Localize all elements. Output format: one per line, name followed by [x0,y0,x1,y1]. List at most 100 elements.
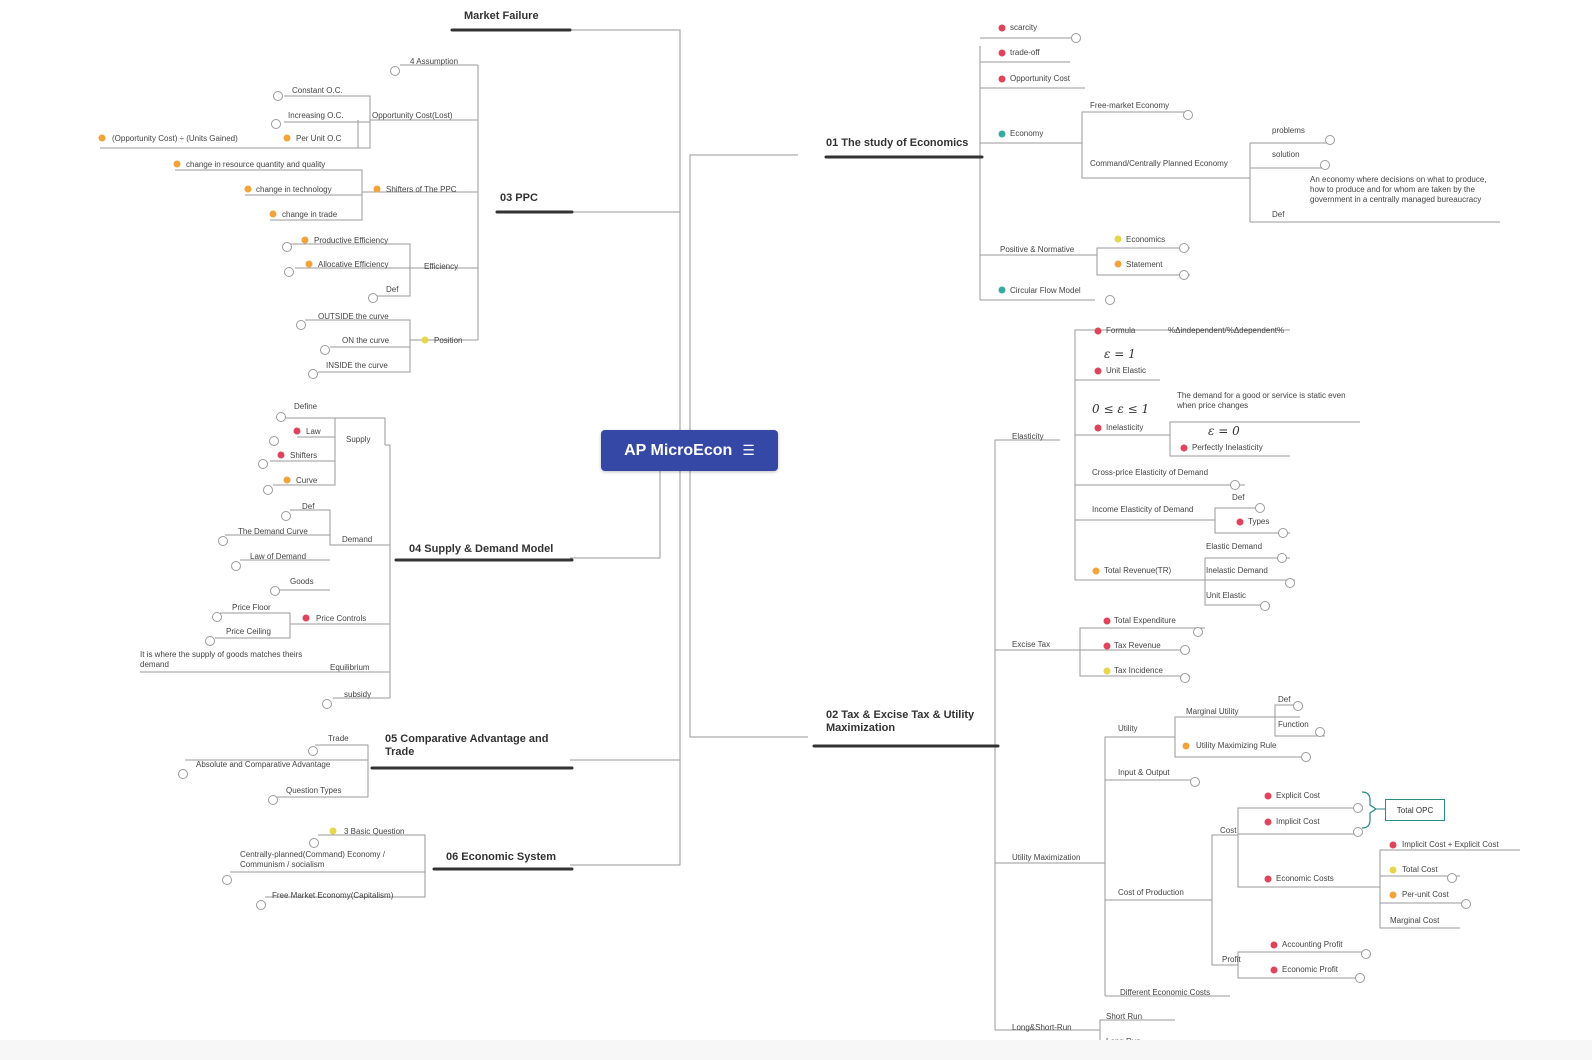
node-law-of-demand[interactable]: Law of Demand [250,552,307,561]
node-equilibrium[interactable]: Equilibrium [330,663,370,672]
branch-tax-utility[interactable]: 02 Tax & Excise Tax & Utility Maximizati… [826,709,975,734]
node-change-resource[interactable]: change in resource quantity and quality [186,160,326,169]
node-short-run[interactable]: Short Run [1106,1012,1143,1021]
node-marginal-utility[interactable]: Marginal Utility [1186,707,1239,716]
node-implicit-plus-explicit[interactable]: Implicit Cost + Explicit Cost [1402,840,1499,849]
node-excise-tax[interactable]: Excise Tax [1012,640,1051,649]
node-cost-production[interactable]: Cost of Production [1118,888,1184,897]
node-4-assumption[interactable]: 4 Assumption [410,57,459,66]
node-supply-law[interactable]: Law [306,427,321,436]
node-free-market[interactable]: Free-market Economy [1090,101,1170,110]
node-on-curve[interactable]: ON the curve [342,336,390,345]
node-change-technology[interactable]: change in technology [256,185,332,194]
node-position[interactable]: Position [434,336,463,345]
node-scarcity[interactable]: scarcity [1010,23,1038,32]
node-subsidy[interactable]: subsidy [344,690,372,699]
node-demand-def[interactable]: Def [302,502,315,511]
node-elasticity[interactable]: Elasticity [1012,432,1044,441]
node-constant-oc[interactable]: Constant O.C. [292,86,343,95]
node-utility[interactable]: Utility [1118,724,1138,733]
node-productive-efficiency[interactable]: Productive Efficiency [314,236,389,245]
node-def[interactable]: Def [1272,210,1285,219]
node-implicit-cost[interactable]: Implicit Cost [1276,817,1320,826]
node-allocative-efficiency[interactable]: Allocative Efficiency [318,260,389,269]
node-absolute-comparative[interactable]: Absolute and Comparative Advantage [196,760,331,769]
node-inelastic-text: The demand for a good or service is stat… [1177,391,1346,410]
callout-total-opc[interactable]: Total OPC [1385,799,1445,821]
node-free-market-capitalism[interactable]: Free Market Economy(Capitalism) [272,891,394,900]
root-node[interactable]: AP MicroEcon ☰ [601,430,778,471]
node-unit-elastic-tr[interactable]: Unit Elastic [1206,591,1247,600]
node-income-elasticity[interactable]: Income Elasticity of Demand [1092,505,1194,514]
node-per-unit-cost[interactable]: Per-unit Cost [1402,890,1449,899]
node-accounting-profit[interactable]: Accounting Profit [1282,940,1343,949]
node-elastic-demand[interactable]: Elastic Demand [1206,542,1263,551]
node-opportunity-cost[interactable]: Opportunity Cost [1010,74,1071,83]
node-3-basic-question[interactable]: 3 Basic Question [344,827,405,836]
branch-economic-system[interactable]: 06 Economic System [446,851,557,863]
node-function[interactable]: Function [1278,720,1309,729]
node-utility-rule[interactable]: Utility Maximizing Rule [1196,741,1277,750]
node-income-types[interactable]: Types [1248,517,1270,526]
node-utility-max[interactable]: Utility Maximization [1012,853,1081,862]
node-economy[interactable]: Economy [1010,129,1044,138]
node-total-revenue[interactable]: Total Revenue(TR) [1104,566,1172,575]
node-mu-def[interactable]: Def [1278,695,1291,704]
node-formula[interactable]: Formula [1106,326,1136,335]
node-explicit-cost[interactable]: Explicit Cost [1276,791,1321,800]
node-demand[interactable]: Demand [342,535,373,544]
node-inelastic-demand[interactable]: Inelastic Demand [1206,566,1268,575]
node-total-cost[interactable]: Total Cost [1402,865,1438,874]
node-inside-curve[interactable]: INSIDE the curve [326,361,388,370]
node-income-def[interactable]: Def [1232,493,1245,502]
node-supply-define[interactable]: Define [294,402,318,411]
node-different-costs[interactable]: Different Economic Costs [1120,988,1211,997]
node-goods[interactable]: Goods [290,577,314,586]
node-economic-profit[interactable]: Economic Profit [1282,965,1339,974]
node-tax-revenue[interactable]: Tax Revenue [1114,641,1161,650]
node-statement[interactable]: Statement [1126,260,1163,269]
node-increasing-oc[interactable]: Increasing O.C. [288,111,344,120]
node-total-expenditure[interactable]: Total Expenditure [1114,616,1176,625]
node-economic-costs[interactable]: Economic Costs [1276,874,1334,883]
node-supply-shifters[interactable]: Shifters [290,451,318,460]
node-tax-incidence[interactable]: Tax Incidence [1114,666,1163,675]
branch-ppc[interactable]: 03 PPC [500,192,538,204]
node-price-ceiling[interactable]: Price Ceiling [226,627,271,636]
node-perfectly-inelastic[interactable]: Perfectly Inelasticity [1192,443,1263,452]
node-price-controls[interactable]: Price Controls [316,614,367,623]
node-change-trade[interactable]: change in trade [282,210,338,219]
node-circular-flow[interactable]: Circular Flow Model [1010,286,1081,295]
node-command-economy[interactable]: Command/Centrally Planned Economy [1090,159,1228,168]
node-shifters-ppc[interactable]: Shifters of The PPC [386,185,457,194]
node-cost[interactable]: Cost [1220,826,1237,835]
node-centrally-planned[interactable]: Centrally-planned(Command) Economy / Com… [240,850,385,869]
node-solution[interactable]: solution [1272,150,1300,159]
node-tradeoff[interactable]: trade-off [1010,48,1040,57]
branch-supply-demand[interactable]: 04 Supply & Demand Model [409,543,554,555]
branch-study-economics[interactable]: 01 The study of Economics [826,137,969,149]
node-input-output[interactable]: Input & Output [1118,768,1170,777]
branch-comparative[interactable]: 05 Comparative Advantage and Trade [385,733,549,758]
node-inelasticity[interactable]: Inelasticity [1106,423,1144,432]
node-efficiency[interactable]: Efficiency [424,262,459,271]
node-profit[interactable]: Profit [1222,955,1241,964]
node-unit-elastic[interactable]: Unit Elastic [1106,366,1147,375]
node-cross-price[interactable]: Cross-price Elasticity of Demand [1092,468,1209,477]
node-problems[interactable]: problems [1272,126,1305,135]
node-positive-normative[interactable]: Positive & Normative [1000,245,1075,254]
node-economics[interactable]: Economics [1126,235,1166,244]
node-supply[interactable]: Supply [346,435,371,444]
node-demand-curve[interactable]: The Demand Curve [238,527,308,536]
node-price-floor[interactable]: Price Floor [232,603,271,612]
node-long-short-run[interactable]: Long&Short-Run [1012,1023,1072,1032]
branch-market-failure[interactable]: Market Failure [464,10,539,22]
node-supply-curve[interactable]: Curve [296,476,318,485]
node-ppc-opp-cost[interactable]: Opportunity Cost(Lost) [372,111,453,120]
node-question-types[interactable]: Question Types [286,786,342,795]
node-efficiency-def[interactable]: Def [386,285,399,294]
node-trade[interactable]: Trade [328,734,349,743]
node-per-unit-oc[interactable]: Per Unit O.C [296,134,342,143]
node-outside-curve[interactable]: OUTSIDE the curve [318,312,389,321]
node-marginal-cost[interactable]: Marginal Cost [1390,916,1440,925]
